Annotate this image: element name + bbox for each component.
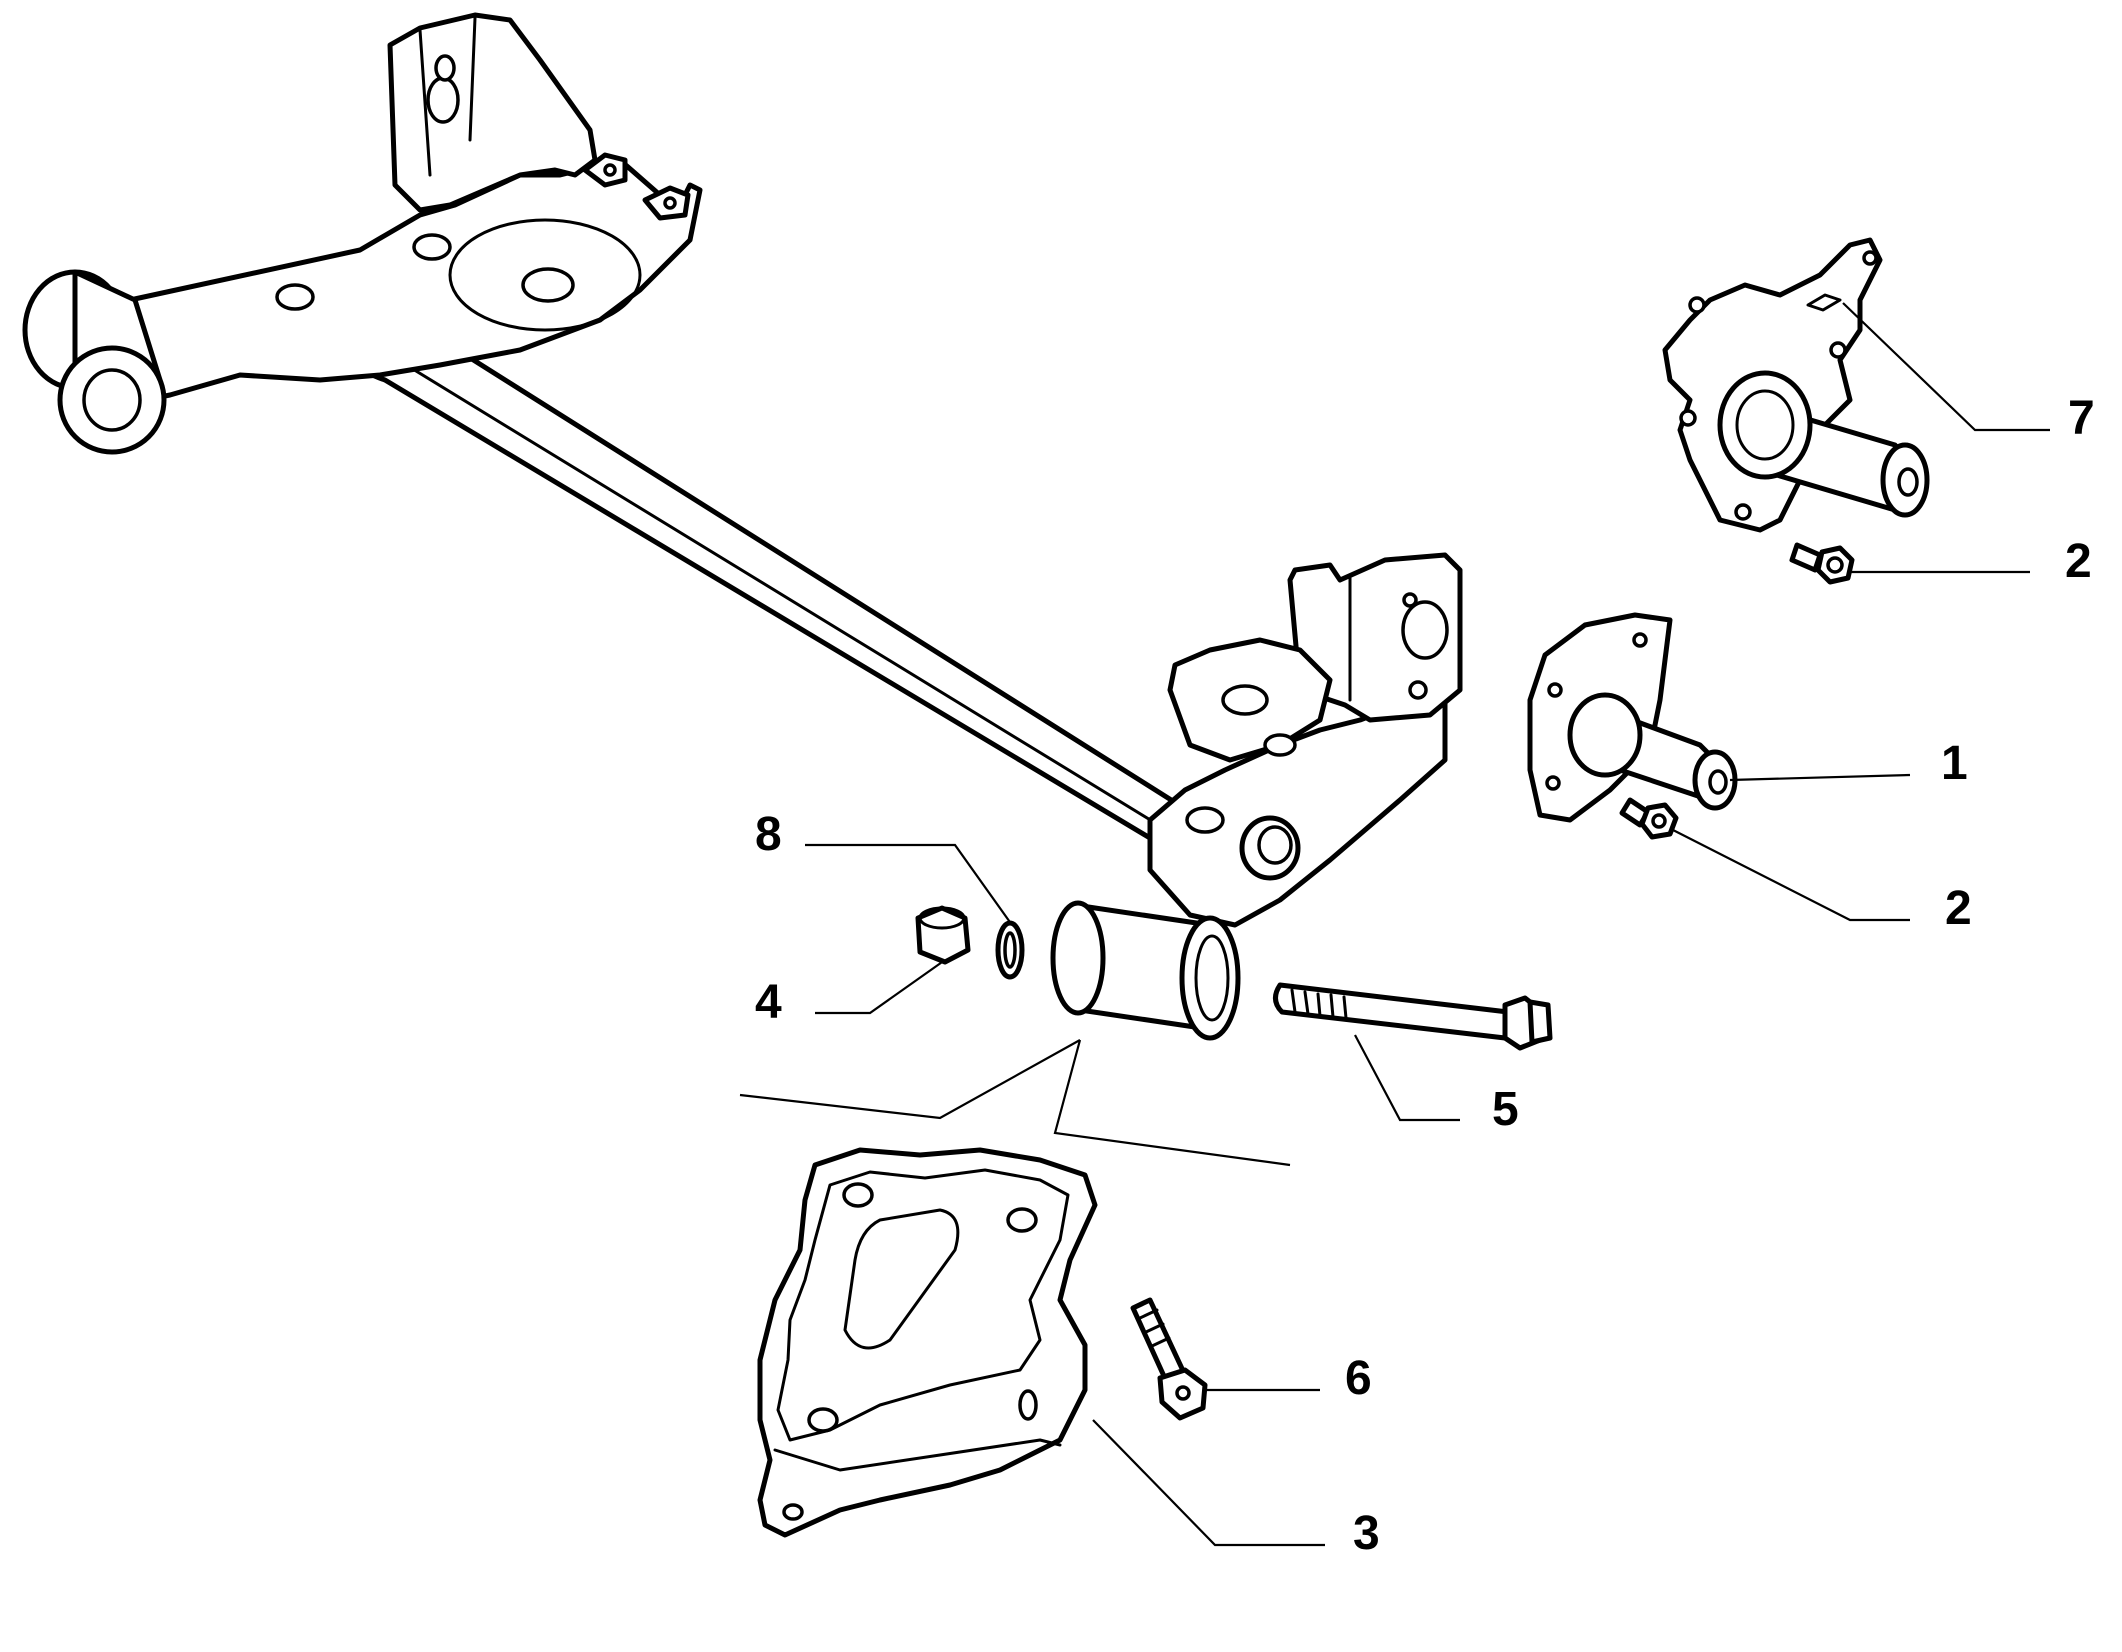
- left-arm-bushing: [22, 269, 167, 455]
- leader-2-lower: [1672, 829, 1910, 922]
- callout-numbers: 7 2 1 2 8 4 5 6 3: [755, 392, 2095, 1560]
- leader-5: [1354, 1034, 1460, 1122]
- leader-4: [815, 959, 946, 1015]
- leader-lines: [805, 302, 2050, 1547]
- part-6-short-bolt: [1130, 1297, 1208, 1421]
- callout-7: 7: [2068, 392, 2095, 445]
- part-3-mounting-bracket: [757, 1147, 1098, 1538]
- part-2-bolt-upper: [1789, 542, 1855, 585]
- callout-4: 4: [755, 976, 782, 1029]
- part-5-long-bolt: [1273, 982, 1553, 1051]
- leader-3: [1092, 1419, 1325, 1547]
- leader-1: [1729, 773, 1911, 782]
- part-2-bolt-lower: [1619, 797, 1679, 840]
- part-4-nut: [915, 905, 971, 965]
- callout-2-lower: 2: [1945, 882, 1972, 935]
- section-separator: [739, 1039, 1291, 1167]
- part-7-stub-axle-flange: [1662, 237, 1930, 533]
- callout-8: 8: [755, 808, 782, 861]
- arm-bushing: [1050, 900, 1241, 1041]
- callout-1: 1: [1941, 737, 1968, 790]
- callout-6: 6: [1345, 1352, 1372, 1405]
- callout-2-upper: 2: [2065, 535, 2092, 588]
- callout-5: 5: [1492, 1083, 1519, 1136]
- leader-8: [805, 843, 1013, 926]
- callout-3: 3: [1353, 1507, 1380, 1560]
- part-1-stub-axle: [1527, 612, 1738, 823]
- leader-7: [1842, 302, 2050, 432]
- axle-beam: [22, 12, 1463, 928]
- part-8-washer: [995, 920, 1025, 980]
